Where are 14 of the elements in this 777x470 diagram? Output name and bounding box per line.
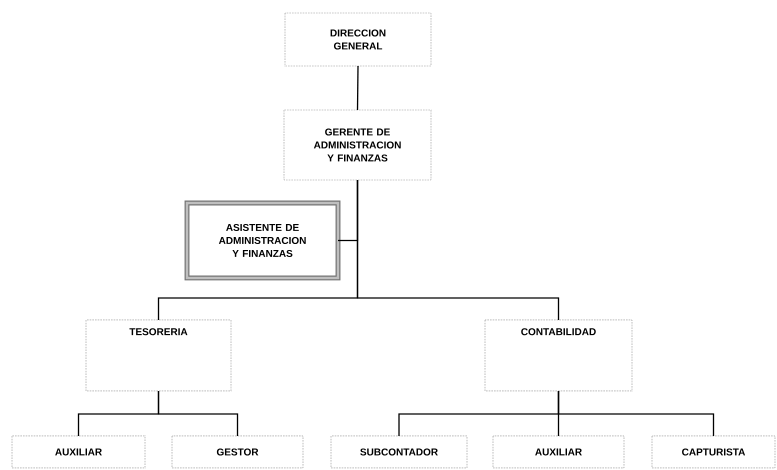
org-box: GERENTE DE ADMINISTRACION Y FINANZAS bbox=[284, 110, 432, 180]
org-box: SUBCONTADOR bbox=[330, 436, 468, 468]
org-box: ASISTENTE DE ADMINISTRACION Y FINANZAS bbox=[184, 200, 340, 280]
org-box: CAPTURISTA bbox=[652, 436, 776, 468]
org-box: GESTOR bbox=[172, 436, 304, 468]
org-box: TESORERIA bbox=[86, 320, 232, 392]
connector-line bbox=[356, 66, 359, 110]
org-box: DIRECCION GENERAL bbox=[284, 12, 432, 66]
connector-line bbox=[558, 390, 714, 436]
connector-line bbox=[356, 180, 560, 320]
org-box: CONTABILIDAD bbox=[484, 320, 632, 392]
org-box: AUXILIAR bbox=[12, 436, 146, 468]
connector-line bbox=[158, 390, 238, 436]
org-box: AUXILIAR bbox=[492, 436, 624, 468]
